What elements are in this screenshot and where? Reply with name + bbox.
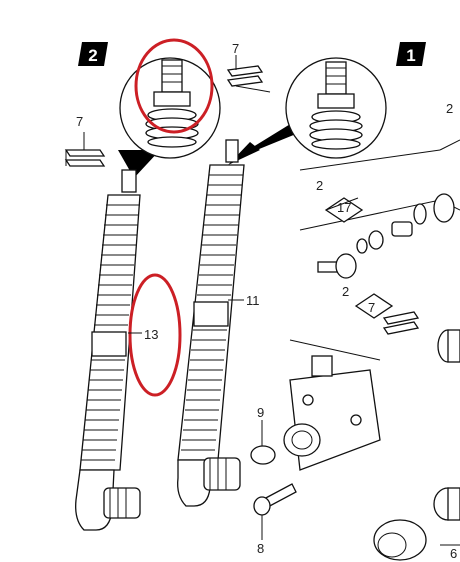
label-11: 11 — [246, 293, 260, 308]
pump-parts-upper — [299, 139, 460, 279]
pump-head — [283, 339, 381, 471]
hose-11 — [177, 139, 245, 507]
label-6: 6 — [450, 546, 457, 561]
right-edge-fitting — [437, 329, 460, 363]
pump-parts-lower — [373, 487, 460, 561]
detail-circle-right — [228, 57, 387, 165]
badge-2: 2 — [78, 42, 108, 66]
label-2-top: 2 — [446, 101, 453, 116]
label-7-left: 7 — [76, 114, 83, 129]
label-13: 13 — [144, 327, 158, 342]
callout-7-right — [354, 293, 420, 335]
label-2-lower: 2 — [342, 284, 349, 299]
label-8: 8 — [257, 541, 264, 556]
highlight-circle-coupling — [134, 38, 214, 134]
hose-11-ribs — [181, 174, 243, 451]
hose-13 — [75, 169, 141, 531]
label-7-right: 7 — [368, 300, 375, 315]
hose-13-ribs — [81, 204, 140, 461]
callout-17 — [324, 197, 364, 223]
badge-1: 1 — [396, 42, 426, 66]
clip-part-7-top — [226, 55, 271, 93]
label-2-mid: 2 — [316, 178, 323, 193]
clip-part-7-left — [64, 132, 106, 167]
screw-8 — [253, 483, 297, 540]
label-9: 9 — [257, 405, 264, 420]
detail-circle-left — [118, 57, 221, 178]
svg-text:1: 1 — [406, 46, 415, 65]
label-17: 17 — [337, 200, 351, 215]
highlight-circle-hose — [128, 273, 182, 397]
svg-text:2: 2 — [88, 46, 97, 65]
label-7-top: 7 — [232, 41, 239, 56]
oring-9 — [250, 420, 276, 465]
